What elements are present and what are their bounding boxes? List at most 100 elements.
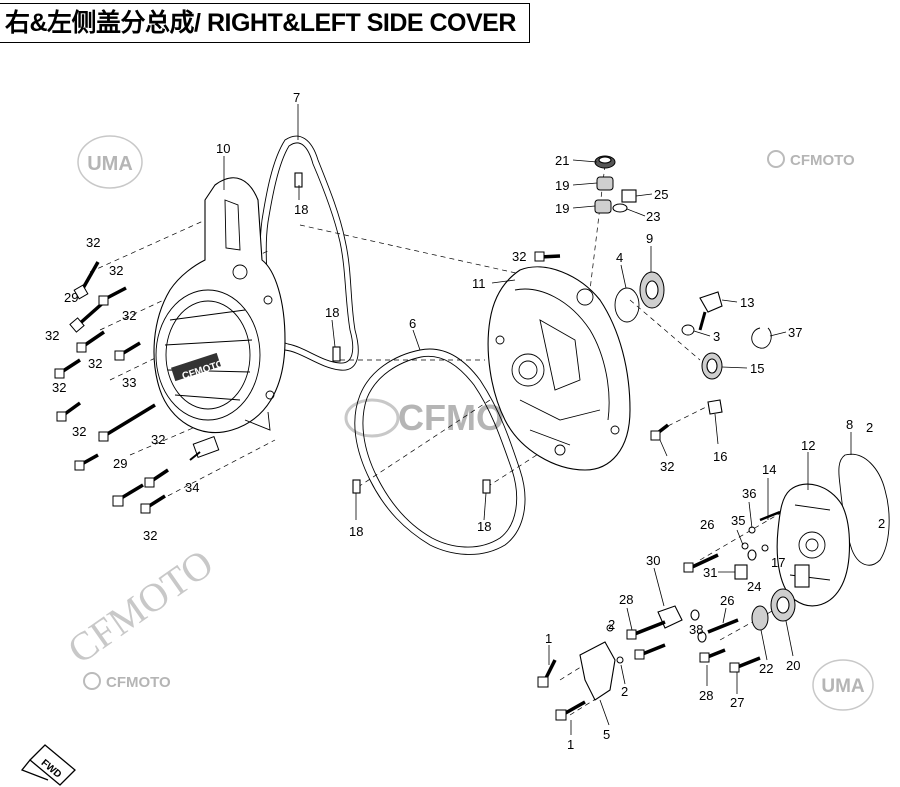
- lower-right-parts: [537, 510, 796, 721]
- callout: 22: [759, 661, 773, 676]
- dowel-pin-18b: [332, 346, 341, 362]
- left-side-cover: CFMOTO: [153, 177, 286, 434]
- callout: 21: [555, 153, 569, 168]
- cfmoto-logo-top-right: CFMOTO: [767, 150, 855, 169]
- bolt-32h: [144, 468, 169, 488]
- bolt-32a: [73, 261, 100, 300]
- callout: 36: [742, 486, 756, 501]
- callout: 3: [713, 329, 720, 344]
- callout: 1: [545, 631, 552, 646]
- bolt-32i: [140, 494, 166, 514]
- uma-logo-top-left: UMA: [77, 135, 143, 189]
- bolt-32-right-mid: [650, 423, 670, 441]
- callout: 20: [786, 658, 800, 673]
- callout: 6: [409, 316, 416, 331]
- callout: 32: [52, 380, 66, 395]
- leader-lines: [223, 104, 852, 735]
- callout: 28: [699, 688, 713, 703]
- callout: 14: [762, 462, 776, 477]
- fwd-arrow-icon: FWD: [20, 744, 76, 786]
- page-title: 右&左侧盖分总成/ RIGHT&LEFT SIDE COVER: [0, 3, 530, 43]
- left-bolt-group: [54, 261, 220, 514]
- callout: 38: [689, 622, 703, 637]
- bolt-32c: [76, 330, 105, 353]
- callout: 32: [45, 328, 59, 343]
- bolt-29a: [69, 300, 106, 333]
- callout: 13: [740, 295, 754, 310]
- callout: 2: [878, 516, 885, 531]
- callout: 32: [512, 249, 526, 264]
- diagonal-watermark-text: CFMOTO: [59, 540, 221, 672]
- callout: 37: [788, 325, 802, 340]
- cfmoto-logo-bottom-left: CFMOTO: [83, 672, 171, 691]
- callout: 35: [731, 513, 745, 528]
- callout: 17: [771, 555, 785, 570]
- callout: 31: [703, 565, 717, 580]
- callout: 11: [472, 276, 486, 291]
- callout: 32: [109, 263, 123, 278]
- callout: 2: [866, 420, 873, 435]
- callout: 2: [621, 684, 628, 699]
- right-side-cover: [487, 266, 631, 471]
- sensor-34: [189, 436, 220, 461]
- callout: 7: [293, 90, 300, 105]
- callout: 12: [801, 438, 815, 453]
- dowel-pin-18d: [482, 479, 491, 494]
- callout-numbers: 7 10 18 18 32 32 29 32 32 32 33 32 32 32…: [45, 90, 885, 752]
- part-13: [699, 291, 723, 313]
- bearing-22: [751, 605, 769, 631]
- callout: 1: [567, 737, 574, 752]
- callout: 32: [151, 432, 165, 447]
- bolt-32b: [98, 286, 127, 306]
- washer-3: [681, 324, 695, 336]
- callout: 29: [113, 456, 127, 471]
- bolt-32d: [114, 341, 141, 361]
- callout: 32: [143, 528, 157, 543]
- callout: 16: [713, 449, 727, 464]
- cfmoto-watermark-text-2: CFMOTO: [106, 674, 171, 691]
- callout: 15: [750, 361, 764, 376]
- bolt-33: [98, 403, 156, 442]
- label-16: [707, 399, 723, 415]
- callout: 27: [730, 695, 744, 710]
- callout: 29: [64, 290, 78, 305]
- water-pump-cover-12: [776, 483, 851, 607]
- bolt-32f: [56, 401, 82, 422]
- o-ring-4: [614, 287, 640, 323]
- bolt-32e: [54, 358, 81, 379]
- callout: 18: [325, 305, 339, 320]
- callout: 32: [72, 424, 86, 439]
- callout: 26: [700, 517, 714, 532]
- bolt-32g: [74, 453, 99, 471]
- callout: 19: [555, 178, 569, 193]
- callout: 18: [294, 202, 308, 217]
- right-cover-gasket: [354, 348, 526, 555]
- callout: 18: [477, 519, 491, 534]
- callout: 23: [646, 209, 660, 224]
- callout: 18: [349, 524, 363, 539]
- dowel-pin-18c: [352, 479, 361, 494]
- callout: 34: [185, 480, 199, 495]
- fitting-31: [734, 564, 748, 580]
- callout: 9: [646, 231, 653, 246]
- circlip-37: [751, 327, 772, 349]
- callout: 32: [660, 459, 674, 474]
- callout: 32: [122, 308, 136, 323]
- callout: 4: [616, 250, 623, 265]
- callout: 10: [216, 141, 230, 156]
- uma-watermark-text-2: UMA: [821, 676, 865, 697]
- callout: 26: [720, 593, 734, 608]
- dowel-pin-18: [294, 172, 303, 188]
- callout: 25: [654, 187, 668, 202]
- callout: 5: [603, 727, 610, 742]
- callout: 33: [122, 375, 136, 390]
- callout: 32: [88, 356, 102, 371]
- uma-watermark-text: UMA: [87, 153, 133, 175]
- callout: 32: [86, 235, 100, 250]
- callout: 8: [846, 417, 853, 432]
- bolt-32-right-top: [534, 251, 561, 262]
- callout: 24: [747, 579, 761, 594]
- cfmoto-watermark-text: CFMOTO: [790, 152, 855, 169]
- callout: 19: [555, 201, 569, 216]
